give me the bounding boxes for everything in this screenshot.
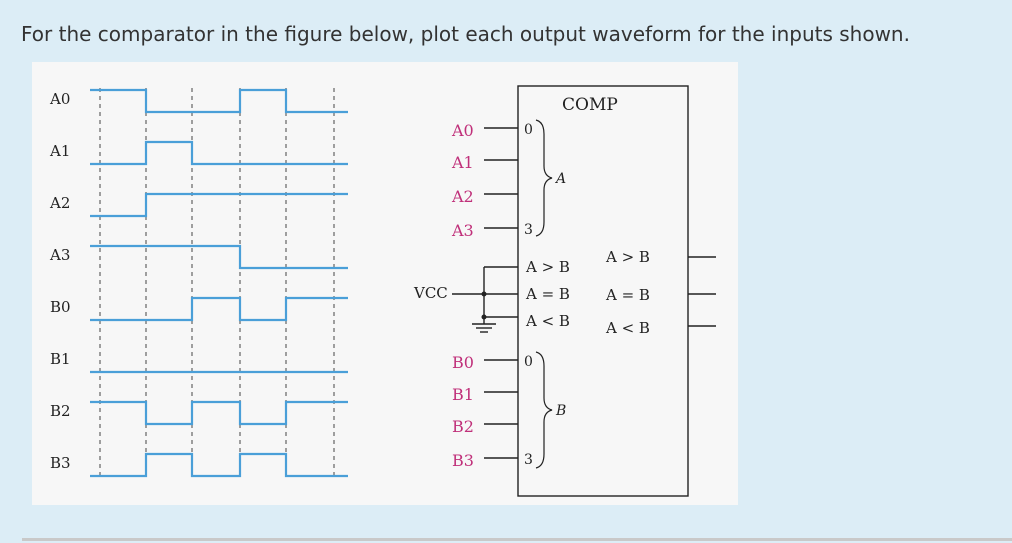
comparator-box — [517, 85, 689, 497]
a-group-label: A — [554, 171, 566, 187]
b-bit-low: 0 — [524, 354, 533, 370]
waveform-label-a0: A0 — [49, 90, 70, 108]
question-text: For the comparator in the figure below, … — [21, 22, 910, 46]
cascade-eq-label: A = B — [525, 285, 570, 303]
waveform-label-a2: A2 — [49, 194, 70, 212]
output-gt-label: A > B — [605, 248, 650, 266]
a-bit-high: 3 — [524, 222, 533, 238]
a0-input-label: A0 — [451, 121, 474, 140]
section-divider — [22, 538, 1012, 541]
waveform-label-b1: B1 — [50, 350, 71, 368]
b-group-label: B — [555, 403, 566, 419]
a-bit-low: 0 — [524, 122, 533, 138]
waveform-trace-a3 — [90, 244, 348, 270]
a3-input-label: A3 — [451, 221, 474, 240]
waveform-trace-b2 — [90, 400, 348, 426]
b3-input-label: B3 — [452, 451, 474, 470]
vcc-label: VCC — [413, 284, 448, 302]
waveform-label-b2: B2 — [50, 402, 71, 420]
output-eq-label: A = B — [605, 286, 650, 304]
waveform-trace-b0 — [90, 296, 348, 322]
comparator-title: COMP — [562, 95, 618, 115]
waveform-trace-a0 — [90, 88, 348, 114]
cascade-gt-label: A > B — [525, 258, 570, 276]
b2-input-label: B2 — [452, 417, 474, 436]
waveform-label-a1: A1 — [49, 142, 70, 160]
b1-input-label: B1 — [452, 385, 474, 404]
waveform-label-b0: B0 — [50, 298, 71, 316]
waveform-trace-b3 — [90, 452, 348, 478]
waveform-label-b3: B3 — [50, 454, 71, 472]
b0-input-label: B0 — [452, 353, 474, 372]
output-lt-label: A < B — [605, 319, 650, 337]
a-brace — [535, 119, 553, 237]
waveform-trace-a2 — [90, 192, 348, 218]
b-bit-high: 3 — [524, 452, 533, 468]
a1-input-label: A1 — [451, 153, 474, 172]
waveform-trace-a1 — [90, 140, 348, 166]
b-brace — [535, 351, 553, 469]
waveform-label-a3: A3 — [49, 246, 70, 264]
cascade-lt-label: A < B — [525, 312, 570, 330]
a2-input-label: A2 — [451, 187, 474, 206]
